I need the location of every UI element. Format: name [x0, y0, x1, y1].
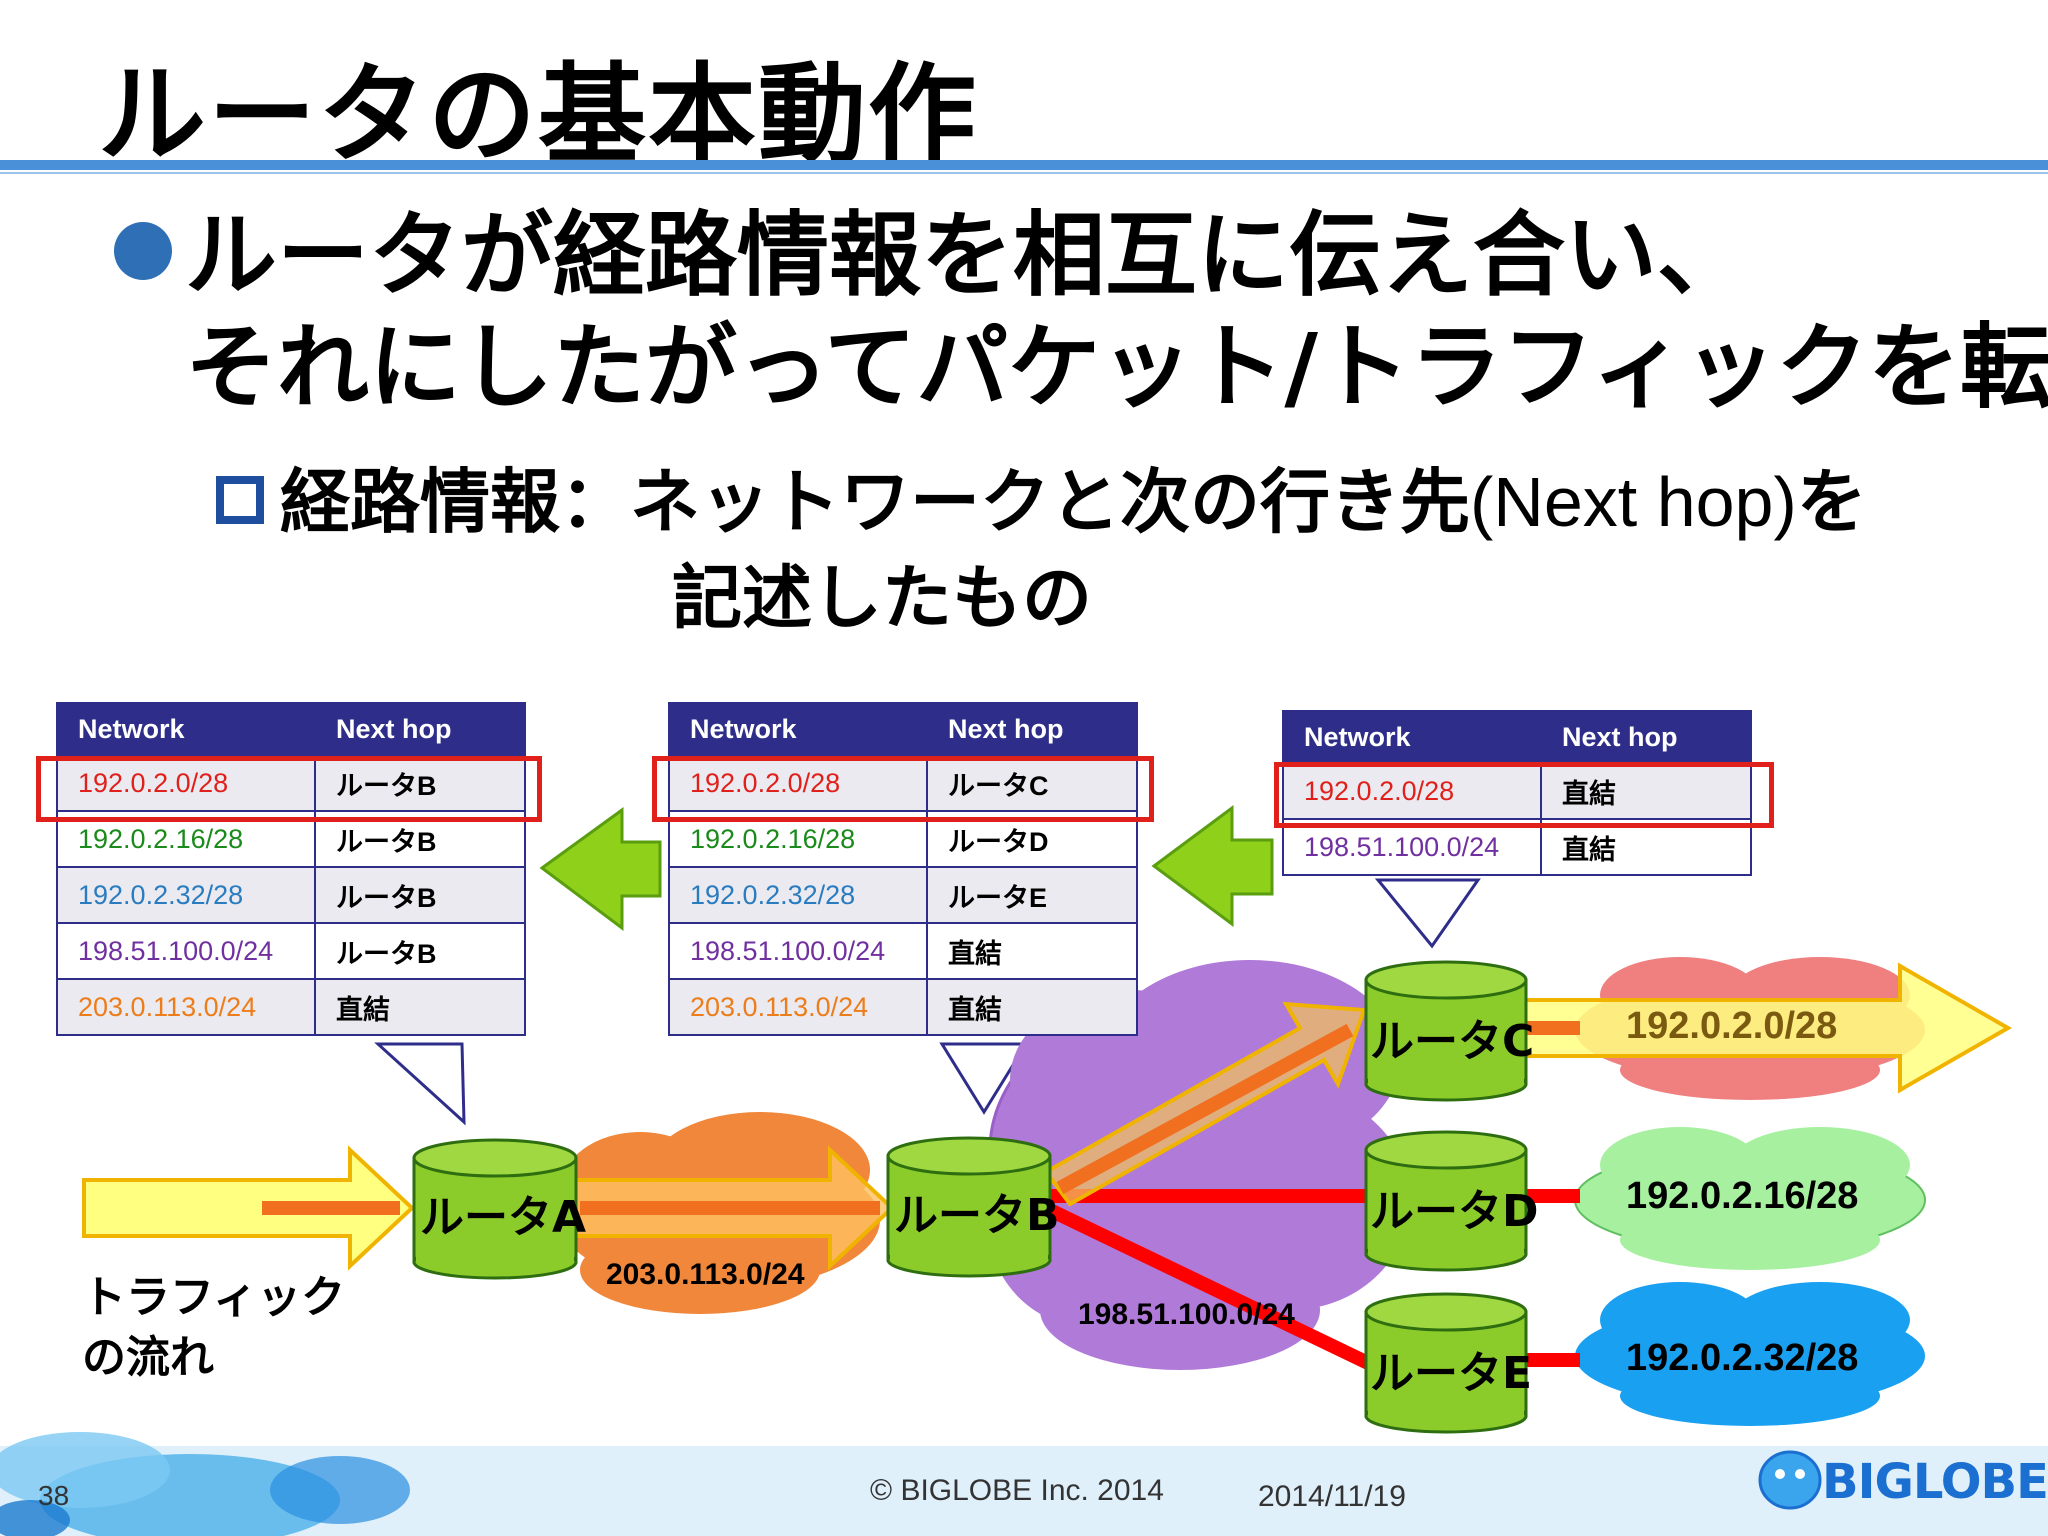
copyright: © BIGLOBE Inc. 2014 [870, 1474, 1164, 1507]
network-cell: 198.51.100.0/24 [668, 922, 928, 980]
table-c-header-nexthop: Next hop [1540, 710, 1752, 764]
highlight-box-c [1274, 762, 1774, 828]
bullet-line-2: それにしたがってパケット/トラフィックを転送 [185, 314, 2048, 421]
traffic-arrow-in [82, 1145, 415, 1271]
network-label-bcde: 198.51.100.0/24 [1078, 1298, 1295, 1331]
nexthop-cell: ルータB [314, 754, 526, 812]
nexthop-cell: ルータE [926, 866, 1138, 924]
routing-table-c: Network Next hop 192.0.2.0/28 直結 198.51.… [1282, 710, 1752, 876]
nexthop-cell: 直結 [314, 978, 526, 1036]
table-row: 203.0.113.0/24 直結 [56, 978, 526, 1036]
table-row: 198.51.100.0/24 ルータB [56, 922, 526, 980]
sub-bullet-square-icon [216, 476, 264, 524]
traffic-label-line-1: トラフィック [82, 1272, 345, 1323]
bullet-text: ルータが経路情報を相互に伝え合い、 それにしたがってパケット/トラフィックを転送 [185, 200, 2048, 424]
table-row: 192.0.2.0/28 ルータC [668, 754, 1138, 812]
cloud-blue [1575, 1282, 1925, 1426]
traffic-arrow-out [1508, 962, 2013, 1094]
highlight-box-b [652, 756, 1154, 822]
nexthop-cell: ルータB [314, 922, 526, 980]
router-d [1364, 1130, 1528, 1272]
router-e-label: ルータE [1370, 1348, 1532, 1399]
logo-text: BIGLOBE [1822, 1454, 2048, 1510]
table-row: 192.0.2.32/28 ルータE [668, 866, 1138, 924]
routing-table-b: Network Next hop 192.0.2.0/28 ルータC 192.0… [668, 702, 1138, 1036]
propagation-arrow-left-2 [1151, 805, 1274, 927]
nexthop-cell: ルータC [926, 754, 1138, 812]
nexthop-cell: 直結 [926, 978, 1138, 1036]
router-e [1364, 1292, 1528, 1434]
traffic-label-line-2: の流れ [82, 1332, 214, 1383]
table-b-header-nexthop: Next hop [926, 702, 1138, 756]
router-a-label: ルータA [420, 1192, 586, 1243]
nexthop-cell: 直結 [926, 922, 1138, 980]
bullet-line-1: ルータが経路情報を相互に伝え合い、 [185, 202, 1750, 309]
table-row: 192.0.2.32/28 ルータB [56, 866, 526, 924]
table-row: 198.51.100.0/24 直結 [668, 922, 1138, 980]
logo-icon [1758, 1450, 1822, 1510]
highlight-box-a [36, 756, 542, 822]
nexthop-cell: ルータB [314, 866, 526, 924]
callout-pointer-b [939, 1042, 1029, 1115]
title-rule [0, 160, 2048, 170]
propagation-arrow-left-1 [539, 807, 662, 931]
table-row: 192.0.2.16/28 ルータD [668, 810, 1138, 868]
sub-bullet-line-1: 経路情報：ネットワークと次の行き先(Next hop)を [280, 456, 1867, 548]
network-cell: 203.0.113.0/24 [668, 978, 928, 1036]
page-title: ルータの基本動作 [98, 53, 979, 178]
table-row: 192.0.2.0/28 直結 [1282, 762, 1752, 820]
sub-bullet-line-2: 記述したもの [672, 557, 1092, 639]
sub-bullet-text-b: を [1796, 461, 1867, 543]
network-label-d: 192.0.2.16/28 [1626, 1175, 1858, 1217]
router-d-label: ルータD [1370, 1186, 1539, 1237]
router-c-label: ルータC [1370, 1016, 1534, 1067]
footer-wave [0, 1432, 2048, 1536]
table-c-header-network: Network [1282, 710, 1542, 764]
table-a-header-nexthop: Next hop [314, 702, 526, 756]
network-cell: 192.0.2.32/28 [56, 866, 316, 924]
sub-bullet-separator: ： [560, 461, 630, 543]
callout-pointer-c [1374, 878, 1481, 949]
table-b-header-network: Network [668, 702, 928, 756]
router-b [886, 1136, 1052, 1278]
network-cell: 203.0.113.0/24 [56, 978, 316, 1036]
sub-bullet-text-a: ネットワークと次の行き先 [630, 461, 1470, 543]
network-cell: 198.51.100.0/24 [56, 922, 316, 980]
links [1046, 1189, 1580, 1371]
footer-date: 2014/11/19 [1258, 1480, 1406, 1513]
sub-bullet-text-en: (Next hop) [1470, 463, 1797, 541]
nexthop-cell: 直結 [1540, 762, 1752, 820]
flow-core-3 [1056, 1023, 1354, 1195]
router-b-label: ルータB [894, 1190, 1060, 1241]
network-cell: 192.0.2.0/28 [56, 754, 316, 812]
table-row: 192.0.2.0/28 ルータB [56, 754, 526, 812]
title-rule-thin [0, 172, 2048, 174]
network-cell: 192.0.2.32/28 [668, 866, 928, 924]
table-a-header-network: Network [56, 702, 316, 756]
bullet-dot-icon [114, 222, 172, 280]
callout-pointer-a [374, 1042, 466, 1126]
router-c [1364, 960, 1528, 1102]
cloud-green [1574, 1127, 1926, 1270]
page-number: 38 [38, 1480, 70, 1511]
network-label-e: 192.0.2.32/28 [1626, 1337, 1858, 1379]
table-row: 203.0.113.0/24 直結 [668, 978, 1138, 1036]
router-a [412, 1138, 578, 1280]
network-label-c: 192.0.2.0/28 [1626, 1005, 1837, 1047]
routing-table-a: Network Next hop 192.0.2.0/28 ルータB 192.0… [56, 702, 526, 1036]
network-label-ab: 203.0.113.0/24 [606, 1258, 805, 1291]
sub-bullet-label: 経路情報 [280, 461, 560, 543]
